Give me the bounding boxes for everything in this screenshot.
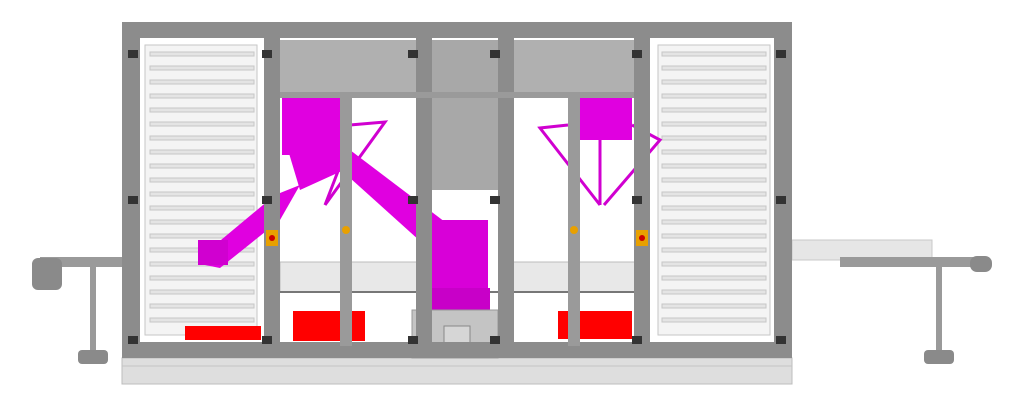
shelf-tray — [149, 135, 255, 141]
shelf-tray — [661, 289, 767, 295]
shelf-tray — [149, 317, 255, 323]
shelf-tray — [661, 303, 767, 309]
product-block — [185, 326, 261, 340]
shelf-tray — [149, 219, 255, 225]
bracket — [408, 196, 418, 204]
shelf-tray — [661, 261, 767, 267]
frame-brackets — [128, 50, 786, 344]
shelf-tray — [149, 51, 255, 57]
shelf-tray — [661, 65, 767, 71]
machine-base — [121, 357, 793, 385]
shelf-tray — [661, 107, 767, 113]
shelf-tray — [661, 219, 767, 225]
bracket — [128, 50, 138, 58]
shelf-tray — [661, 191, 767, 197]
shelf-tray — [661, 247, 767, 253]
bracket — [408, 336, 418, 344]
shelf-tray — [661, 233, 767, 239]
shelf-tray — [661, 51, 767, 57]
bracket — [408, 50, 418, 58]
indicator-light — [570, 226, 578, 234]
shelf-tray — [661, 135, 767, 141]
shelf-tray — [661, 163, 767, 169]
shelf-tray — [661, 205, 767, 211]
emergency-stop[interactable] — [266, 230, 278, 246]
product-block — [293, 311, 365, 341]
shelf-tray — [661, 149, 767, 155]
shelf-tray — [149, 107, 255, 113]
bracket — [262, 196, 272, 204]
bracket — [776, 50, 786, 58]
shelf-tray — [661, 79, 767, 85]
right-shelf-rack — [657, 44, 771, 336]
shelf-tray — [661, 317, 767, 323]
shelf-tray — [661, 93, 767, 99]
shelf-tray — [149, 121, 255, 127]
shelf-tray — [661, 177, 767, 183]
shelf-tray — [149, 65, 255, 71]
left-conveyor — [32, 257, 124, 364]
bracket — [490, 196, 500, 204]
shelf-tray — [149, 79, 255, 85]
shelf-tray — [149, 205, 255, 211]
shelf-tray — [149, 289, 255, 295]
upper-housing-right — [500, 40, 636, 98]
bracket — [128, 196, 138, 204]
frame — [122, 22, 792, 358]
right-conveyor — [791, 239, 992, 364]
bracket — [262, 50, 272, 58]
bracket — [632, 196, 642, 204]
shelf-tray — [661, 121, 767, 127]
center-column — [432, 40, 498, 190]
shelf-tray — [149, 191, 255, 197]
bracket — [262, 336, 272, 344]
shelf-tray — [149, 275, 255, 281]
emergency-stop[interactable] — [636, 230, 648, 246]
shelf-tray — [149, 163, 255, 169]
indicator-light — [342, 226, 350, 234]
shelf-tray — [149, 149, 255, 155]
shelf-tray — [149, 93, 255, 99]
shelf-tray — [149, 177, 255, 183]
bracket — [128, 336, 138, 344]
left-shelf-rack — [144, 44, 258, 336]
bracket — [776, 336, 786, 344]
shelf-tray — [661, 275, 767, 281]
shelf-tray — [149, 303, 255, 309]
bracket — [490, 50, 500, 58]
bracket — [490, 336, 500, 344]
bracket — [632, 50, 642, 58]
bracket — [776, 196, 786, 204]
bracket — [632, 336, 642, 344]
upper-housing-left — [280, 40, 416, 98]
